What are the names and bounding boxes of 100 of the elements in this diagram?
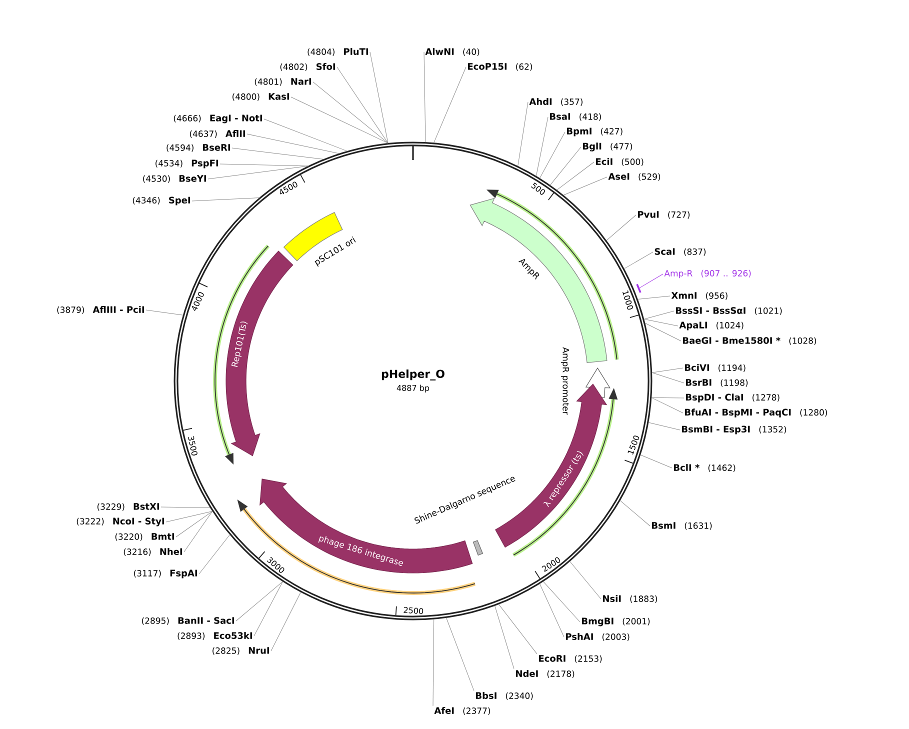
primer-mark	[636, 284, 642, 293]
leader-line	[620, 500, 650, 526]
leader-line	[232, 148, 324, 160]
site-label: (2825) NruI	[212, 647, 269, 655]
leader-line	[246, 134, 340, 154]
leader-line	[640, 454, 672, 468]
leader-line	[644, 310, 674, 320]
leader-line	[290, 96, 388, 144]
site-label: (3117) FspAI	[134, 570, 197, 578]
leader-line	[336, 66, 388, 144]
leader-line	[220, 164, 308, 166]
site-label: PvuI (727)	[638, 211, 690, 219]
leader-line	[540, 584, 564, 638]
leader-line	[192, 198, 260, 202]
site-label: (4530) BseYI	[143, 175, 206, 183]
site-label: ScaI (837)	[654, 248, 706, 256]
site-label: (4801) NarI	[254, 78, 311, 86]
leader-line	[556, 162, 594, 190]
tick-label: 3500	[188, 436, 198, 456]
leader-line	[543, 581, 580, 622]
site-label: BfuAI - BspMI - PaqCI (1280)	[685, 408, 828, 418]
leader-line	[166, 511, 213, 522]
site-label: NdeI (2178)	[516, 670, 574, 678]
leader-line	[254, 581, 283, 636]
leader-line	[494, 606, 514, 670]
site-label: ApaLI (1024)	[679, 322, 744, 330]
tick-label: 500	[531, 182, 545, 195]
site-label: BciVI (1194)	[685, 364, 746, 372]
site-label: BclI * (1462)	[674, 464, 736, 472]
leader-line	[644, 318, 678, 326]
site-label: BsmBI - Esp3I (1352)	[682, 426, 786, 434]
site-label: PshAI (2003)	[566, 633, 630, 641]
site-label: (3220) BmtI	[115, 533, 174, 541]
leader-line	[264, 118, 348, 152]
site-label: (4346) SpeI	[132, 196, 190, 206]
site-label: BbsI (2340)	[476, 692, 533, 700]
leader-line	[638, 296, 670, 300]
leader-line	[518, 102, 528, 166]
site-label: AlwNI (40)	[425, 48, 480, 56]
leader-line	[446, 618, 474, 692]
leader-line	[648, 422, 680, 430]
leader-line	[536, 116, 548, 176]
leader-line	[370, 52, 388, 144]
leader-line	[434, 66, 466, 143]
tick-label: 1000	[622, 290, 634, 310]
leader-line	[540, 132, 566, 178]
leader-line	[424, 52, 426, 142]
site-label: (4804) PluTI	[308, 48, 368, 56]
site-label: BmgBI (2001)	[582, 618, 650, 626]
tick-label: 4500	[280, 182, 298, 194]
leader-line	[624, 252, 654, 269]
leader-line	[570, 561, 602, 600]
site-label: EcoP15I (62)	[468, 63, 532, 71]
site-label: (2893) Eco53kI	[178, 632, 252, 640]
site-label: (3222) NcoI - StyI	[76, 518, 164, 526]
site-label: (3879) AflIII - PciI	[57, 306, 144, 314]
site-label: AfeI (2377)	[434, 707, 490, 715]
leader-line	[498, 604, 538, 654]
site-label: (4800) KasI	[232, 93, 289, 101]
leader-line	[198, 534, 230, 574]
site-label: (2895) BanII - SacI	[142, 617, 234, 625]
leader-line	[606, 214, 636, 241]
leader-line	[236, 581, 283, 622]
leader-line	[146, 310, 184, 316]
site-label: BsaI (418)	[550, 113, 601, 121]
site-label: (4802) SfoI	[280, 63, 335, 71]
site-label: (3216) NheI	[124, 548, 182, 556]
site-label: AseI (529)	[608, 173, 660, 181]
site-label: (4666) EagI - NotI	[174, 114, 262, 124]
site-label: (4594) BseRI	[166, 144, 230, 152]
site-label: EciI (500)	[596, 158, 644, 166]
leader-line	[651, 397, 684, 414]
leader-line	[563, 176, 608, 196]
site-label: NsiI (1883)	[603, 595, 658, 603]
site-label: BpmI (427)	[567, 128, 622, 136]
leader-line	[639, 274, 664, 288]
tick-label: 1500	[628, 436, 640, 455]
leader-line	[176, 511, 213, 538]
leader-line	[270, 592, 301, 652]
site-label: BssSI - BssSαI (1021)	[676, 307, 782, 315]
site-label: EcoRI (2153)	[539, 655, 602, 663]
site-label: BspDI - ClaI (1278)	[686, 394, 780, 402]
site-label: XmnI (956)	[671, 292, 728, 300]
leader-line	[432, 619, 434, 706]
primer-label: Amp-R (907 .. 926)	[664, 270, 751, 278]
leader-line	[652, 368, 684, 373]
site-label: BaeGI - Bme1580I * (1028)	[683, 337, 816, 345]
site-label: (3229) BstXI	[97, 503, 159, 511]
leader-line	[651, 397, 684, 398]
tick-label: 4000	[192, 292, 204, 311]
leader-line	[312, 82, 388, 144]
tick-label: 2500	[404, 606, 424, 614]
site-label: AhdI (357)	[529, 98, 582, 106]
site-label: BsrBI (1198)	[686, 379, 748, 387]
leader-line	[652, 372, 684, 384]
site-label: (4637) AflII	[190, 130, 245, 138]
leader-line	[644, 322, 682, 342]
site-label: BsmI (1631)	[652, 522, 712, 530]
site-label: BglI (477)	[583, 142, 632, 152]
leader-line	[184, 511, 213, 552]
